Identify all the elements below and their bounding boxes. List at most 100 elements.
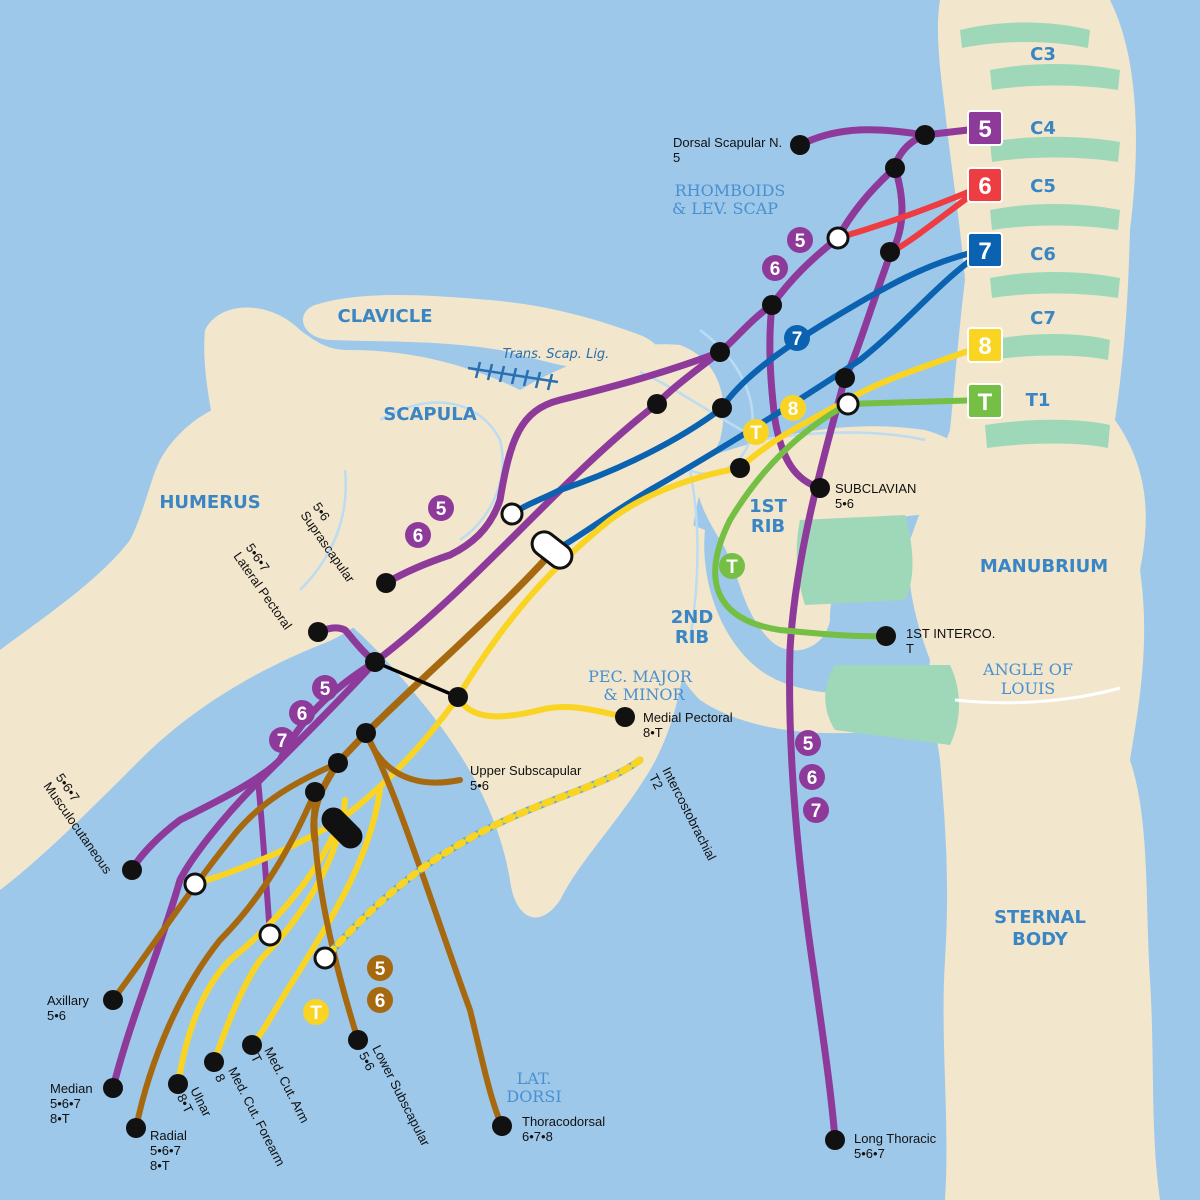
root-badge-c8[interactable]: 8 [967,327,1003,363]
route-badge-6-suprascap-label: 6 [413,526,424,547]
junction-lower-trunk[interactable] [836,392,860,416]
junction-suprascapular[interactable] [710,342,730,362]
junction-c7-long-thoracic[interactable] [835,368,855,388]
junction-subclavian-branch[interactable] [762,295,782,315]
root-badge-t1[interactable]: T [967,383,1003,419]
route-badge-5-suprascap-bg [428,495,454,521]
junction-medial-cord[interactable] [317,803,368,854]
junction-c6-long-thoracic[interactable] [880,242,900,262]
label-humerus: HUMERUS [159,492,260,513]
route-badge-6-long-thoracic-bg [799,764,825,790]
nerve-median-roots-1: 5•6•7 [50,1096,81,1111]
junction-lower-trunk-division[interactable] [730,458,750,478]
terminal-lateral-pectoral[interactable] [308,622,328,642]
route-badge-5-upper: 5 [787,227,813,253]
route-badge-t-arm: T [303,999,329,1025]
junction-median-medial[interactable] [258,923,282,947]
root-badge-c5-bg [967,110,1003,146]
terminal-radial[interactable] [126,1118,146,1138]
route-badge-6-upper-bg [762,255,788,281]
nerve-first-interco-name: 1ST INTERCO. [906,626,995,641]
junction-axillary[interactable] [328,753,348,773]
terminal-first-interco[interactable] [876,626,896,646]
label-sternal-body-line1: STERNAL [994,907,1086,928]
vertebra-c7: C7 [1030,308,1056,329]
junction-middle-trunk[interactable] [712,398,732,418]
route-badge-7-lat-pec: 7 [269,727,295,753]
route-badge-8-lower-label: 8 [788,399,799,420]
route-badges: 5 6 7 8 T T 6 5 5 6 7 5 6 7 5 6 T [269,227,829,1025]
terminal-lower-subscapular[interactable] [348,1030,368,1050]
muscle-labels: RHOMBOIDS & LEV. SCAP PEC. MAJOR & MINOR… [506,181,1073,1106]
line-subclavian [766,301,824,492]
route-badge-5-upper-bg [787,227,813,253]
cartilage [796,22,1120,745]
nerve-radial-roots-2: 8•T [150,1158,170,1173]
junction-median-lateral[interactable] [183,872,207,896]
junction-radial[interactable] [305,782,325,802]
route-badge-6-posterior-bg [367,987,393,1013]
junction-c5-c6[interactable] [885,158,905,178]
nerve-medial-pectoral-name: Medial Pectoral [643,710,733,725]
junction-posterior-cord[interactable] [527,527,576,573]
nerve-upper-subscapular-roots: 5•6 [470,778,489,793]
terminal-thoracodorsal[interactable] [492,1116,512,1136]
terminal-dorsal-scapular[interactable] [790,135,810,155]
nerve-ulnar-group: Ulnar 8•T [174,1085,215,1120]
route-badge-t-lower-bg [743,419,769,445]
spine-bone [908,0,1160,1200]
terminal-subclavian[interactable] [810,478,830,498]
route-badge-t-interco-bg [719,553,745,579]
root-badge-c5[interactable]: 5 [967,110,1003,146]
label-angle-line2: LOUIS [1001,679,1056,698]
junction-medial-pectoral[interactable] [448,687,468,707]
line-suprascapular [382,348,724,587]
route-badge-7-middle: 7 [784,325,810,351]
label-rib2-line1: 2ND [671,607,714,628]
junction-lateral-cord[interactable] [500,502,524,526]
label-scapula: SCAPULA [383,404,476,425]
terminal-median[interactable] [103,1078,123,1098]
root-badge-c7-bg [967,232,1003,268]
route-badge-7-lat-pec-bg [269,727,295,753]
junction-upper-trunk[interactable] [826,226,850,250]
junction-lateral-pectoral[interactable] [365,652,385,672]
terminal-med-cut-forearm[interactable] [204,1052,224,1072]
route-badge-6-long-thoracic-label: 6 [807,768,818,789]
junction-upper-trunk-division[interactable] [647,394,667,414]
root-badge-c6[interactable]: 6 [967,167,1003,203]
route-badge-6-suprascap: 6 [405,522,431,548]
root-badges: 5 6 7 8 T [967,110,1003,419]
terminal-long-thoracic[interactable] [825,1130,845,1150]
second-rib [662,520,960,734]
clavicle-bone [303,295,663,375]
label-lat-line1: LAT. [517,1069,552,1088]
junction-c5[interactable] [915,125,935,145]
junction-upper-subscapular[interactable] [356,723,376,743]
vertebra-c3: C3 [1030,44,1056,65]
nerve-thoracodorsal-name: Thoracodorsal [522,1114,605,1129]
nerve-intercostobrachial-roots: T2 [646,771,666,791]
terminal-axillary[interactable] [103,990,123,1010]
nerve-thoracodorsal-roots: 6•7•8 [522,1129,553,1144]
root-badge-c7[interactable]: 7 [967,232,1003,268]
route-badge-8-lower: 8 [780,395,806,421]
label-pec-line2: & MINOR [603,685,685,704]
junction-intercostobrachial[interactable] [313,946,337,970]
nerve-long-thoracic-name: Long Thoracic [854,1131,937,1146]
terminal-med-cut-arm[interactable] [242,1035,262,1055]
label-rib1-line2: RIB [751,516,785,537]
vertebra-labels: C3 C4 C5 C6 C7 T1 [1026,44,1056,411]
route-badge-t-interco: T [719,553,745,579]
vertebra-t1: T1 [1026,390,1051,411]
vertebra-c6: C6 [1030,244,1056,265]
route-badge-6-posterior-label: 6 [375,991,386,1012]
terminal-ulnar[interactable] [168,1074,188,1094]
terminal-musculocutaneous[interactable] [122,860,142,880]
nerve-dorsal-scapular-name: Dorsal Scapular N. [673,135,782,150]
terminal-medial-pectoral[interactable] [615,707,635,727]
line-axillary [110,760,341,1003]
terminal-suprascapular[interactable] [376,573,396,593]
route-badge-6-lat-pec: 6 [289,700,315,726]
nerve-median-name: Median [50,1081,93,1096]
